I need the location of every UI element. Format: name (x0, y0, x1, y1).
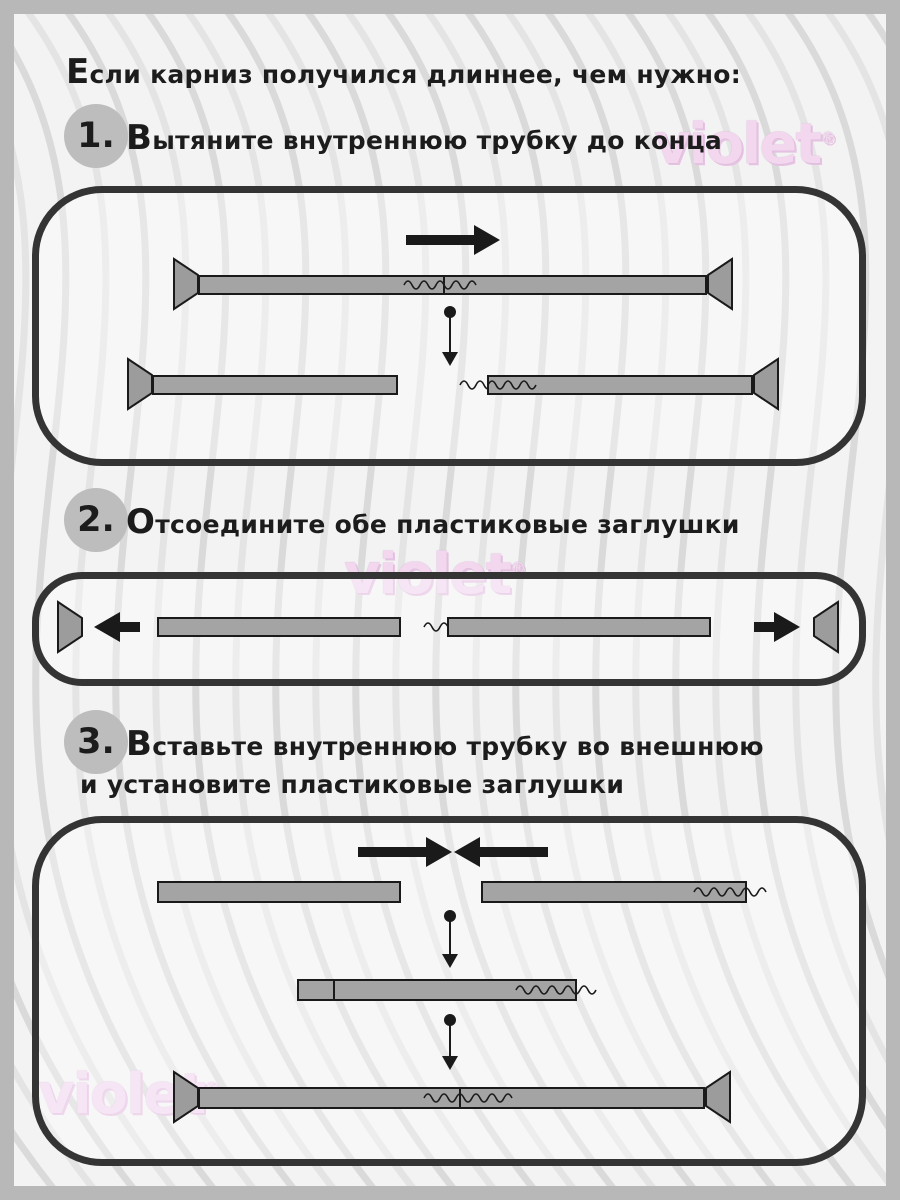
assembly-diagrams (57, 225, 839, 1124)
bg-stripe (184, 14, 416, 1186)
step1-result-cap-left (127, 357, 153, 411)
instruction-card: violet® violet® violet® Если карниз полу… (14, 14, 886, 1186)
step3-spring-right (693, 887, 767, 897)
step-2-text: Отсоедините обе пластиковые заглушки (126, 502, 740, 542)
step2-arrow-right (754, 612, 800, 642)
step1-result-tube-left (152, 375, 398, 395)
step3-combined-tube (333, 979, 577, 1001)
step-3-text: Вставьте внутреннюю трубку во внешнюю (126, 724, 764, 764)
bg-stripe (544, 14, 776, 1186)
watermark-1: violet® (654, 112, 837, 177)
step1-result-spring (487, 380, 537, 390)
step1-spring (403, 280, 477, 290)
step1-pull-arrow (406, 225, 500, 255)
step2-cap-right (813, 600, 839, 654)
step3-final-cap-right (705, 1070, 731, 1124)
step3-final-tube-left (198, 1087, 462, 1109)
step-2-number: 2. (64, 488, 128, 552)
bg-stripe (784, 14, 886, 979)
bg-stripe (744, 14, 886, 1064)
bg-stripe (624, 14, 856, 1186)
step-1-text: Вытяните внутреннюю трубку до конца (126, 118, 723, 158)
bg-stripe (14, 144, 176, 1186)
bg-stripe (824, 14, 886, 841)
step3-final-tube-right (459, 1087, 705, 1109)
step3-arrow-in-right (454, 837, 548, 867)
step-3-text-line2: и установите пластиковые заглушки (80, 770, 625, 799)
step-1-number: 1. (64, 104, 128, 168)
step1-outer-tube-left (198, 275, 445, 295)
bg-stripe (584, 14, 816, 1186)
bg-stripe (64, 14, 296, 1186)
bg-stripe (664, 14, 886, 1185)
step1-cap-left (173, 257, 199, 311)
step3-inner-exposed (297, 979, 337, 1001)
bg-stripe (14, 979, 136, 1186)
step3-final-spring (423, 1093, 513, 1103)
step3-tube-right (481, 881, 747, 903)
step1-down-arrow-head (442, 352, 458, 366)
step1-result-cap-right (753, 357, 779, 411)
bg-stripe (504, 14, 736, 1186)
step3-final-cap-left (173, 1070, 199, 1124)
bg-stripe (104, 14, 336, 1186)
step3-down-arrow-2-head (442, 1056, 458, 1070)
step3-tube-left (157, 881, 401, 903)
bg-stripe (704, 14, 886, 1130)
step-3-number: 3. (64, 710, 128, 774)
step2-arrow-left (94, 612, 140, 642)
step3-arrow-in-left (358, 837, 452, 867)
step3-down-arrow-1-head (442, 954, 458, 968)
step1-tube-right (443, 275, 707, 295)
step2-cap-left (57, 600, 83, 654)
page-title: Если карниз получился длиннее, чем нужно… (66, 52, 742, 92)
bg-stripe (144, 14, 376, 1186)
step2-tube-left (157, 617, 401, 637)
step1-cap-right (707, 257, 733, 311)
step2-tube-right (447, 617, 711, 637)
step3-combined-spring (515, 985, 597, 995)
bg-stripe (14, 46, 216, 1186)
step1-result-spring-free (459, 380, 493, 390)
